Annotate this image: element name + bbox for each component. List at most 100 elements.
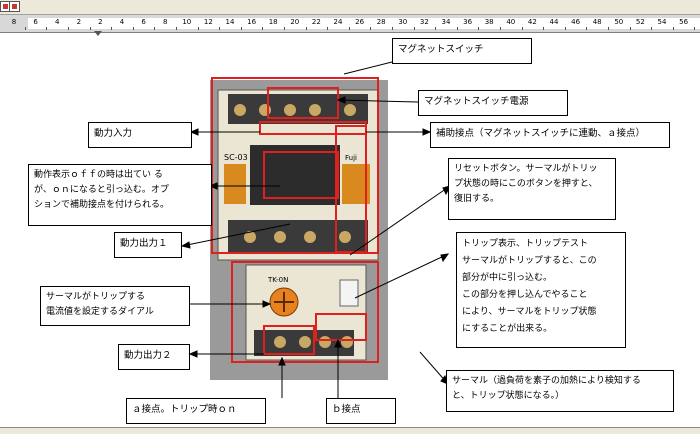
terminal-screw [339,231,351,243]
ruler-tick [564,27,566,30]
ruler-tick [651,27,653,30]
ruler-number: 36 [463,18,473,26]
callout-magnet-power: マグネットスイッチ電源 [418,90,568,116]
ruler-tick [176,27,177,30]
a-contact-frame [263,325,315,355]
callout-reset-button: リセットボタン。サーマルがトリッ プ状態の時にこのボタンを押すと、 復旧する。 [448,158,616,220]
ruler-number: 38 [484,18,494,26]
ruler-tick [262,27,264,30]
ruler-tick [89,27,91,30]
ruler-number: 28 [376,18,386,26]
ruler-tick [413,27,415,30]
callout-thermal: サーマル（過負荷を素子の加熱により検知する と、トリップ状態になる。） [446,370,674,412]
callout-magnet-switch: マグネットスイッチ [392,38,532,64]
ruler-number: 50 [614,18,624,26]
callout-aux-contact: 補助接点（マグネットスイッチに連動、ａ接点） [430,122,670,148]
brand-label: Fuji [345,154,357,162]
ruler-number: 52 [635,18,645,26]
ruler-tick [435,27,437,30]
ruler-number: 44 [549,18,559,26]
ruler-number: 20 [290,18,300,26]
ruler-tick [46,27,48,30]
ruler-number: 8 [11,18,17,26]
ruler-tick [629,27,631,30]
ruler-tick [456,27,458,30]
ruler-number: 6 [33,18,38,26]
callout-power-output-1: 動力出力１ [114,232,182,258]
magnet-switch-photo: SC-03 Fuji TK-0N [210,80,388,380]
ruler-tick [24,27,26,30]
ruler-tick [327,27,329,30]
trip-indicator [339,279,359,307]
ruler-number: 30 [398,18,408,26]
ruler-number: 4 [54,18,60,26]
relay-model-label: TK-0N [267,276,288,284]
callout-status-display: 動作表示ｏｆｆの時は出てい る が、ｏｎになると引っ込む。オプ ションで補助接点… [28,164,212,226]
status-display-frame [263,151,339,199]
callout-trip-display: トリップ表示、トリップテスト サーマルがトリップすると、この 部分が中に引っ込む… [456,232,626,348]
ruler-number: 10 [182,18,192,26]
ruler-tick [500,27,501,30]
ruler-tick [132,27,134,30]
ruler-tick [111,27,113,30]
ruler-tick [478,27,480,30]
ruler-tick [68,27,69,30]
terminal-screw [299,336,311,348]
ruler-number: 16 [247,18,257,26]
leader-lines [180,61,451,398]
terminal-screw [274,231,286,243]
ruler-number: 12 [203,18,213,26]
ruler-tick [154,27,156,30]
ruler-track [28,18,700,29]
ruler-tick [284,27,285,30]
ruler-number: 54 [657,18,667,26]
status-bar [0,427,700,434]
thermal-frame [231,261,379,363]
ruler-tick [219,27,221,30]
highlight-frames [211,77,379,363]
ruler-tick [694,27,696,30]
terminal-screw [344,104,356,116]
ruler-tick [197,27,199,30]
terminal-screw [244,231,256,243]
terminal-screw [309,104,321,116]
ruler-number: 40 [506,18,516,26]
callout-thermal-dial: サーマルがトリップする 電流値を設定するダイアル [40,286,190,326]
terminal-screw [284,104,296,116]
left-margin [0,33,28,433]
ruler-tick [305,27,307,30]
ruler-number: 34 [441,18,451,26]
aux-contact-frame-right [335,125,367,253]
ruler-number: 4 [119,18,125,26]
ruler-number: 18 [268,18,278,26]
toolbar [0,0,700,15]
callout-power-input: 動力入力 [88,122,192,148]
ruler-tick [608,27,609,30]
ruler-number: 26 [355,18,365,26]
ruler-number: 6 [141,18,146,26]
ruler-number: 48 [592,18,602,26]
ruler-tick [543,27,545,30]
ruler-tick [392,27,393,30]
indent-marker[interactable] [94,31,102,36]
b-contact-frame [315,313,367,341]
callout-b-contact: ｂ接点 [326,398,396,424]
ruler-tick [240,27,242,30]
ruler-number: 42 [527,18,537,26]
ruler-number: 14 [225,18,235,26]
ruler-tick [370,27,372,30]
ruler-number: 22 [311,18,321,26]
ruler-number: 2 [76,18,82,26]
ruler-number: 8 [162,18,168,26]
ruler-number: 56 [679,18,689,26]
ruler-number: 2 [98,18,103,26]
ruler-number: 46 [571,18,581,26]
magnet-power-frame [267,87,339,119]
ruler-tick [521,27,523,30]
save-icon[interactable] [9,1,20,12]
ruler-tick [672,27,674,30]
terminal-screw [274,336,286,348]
magnet-switch-frame [211,77,379,254]
ruler-tick [586,27,588,30]
